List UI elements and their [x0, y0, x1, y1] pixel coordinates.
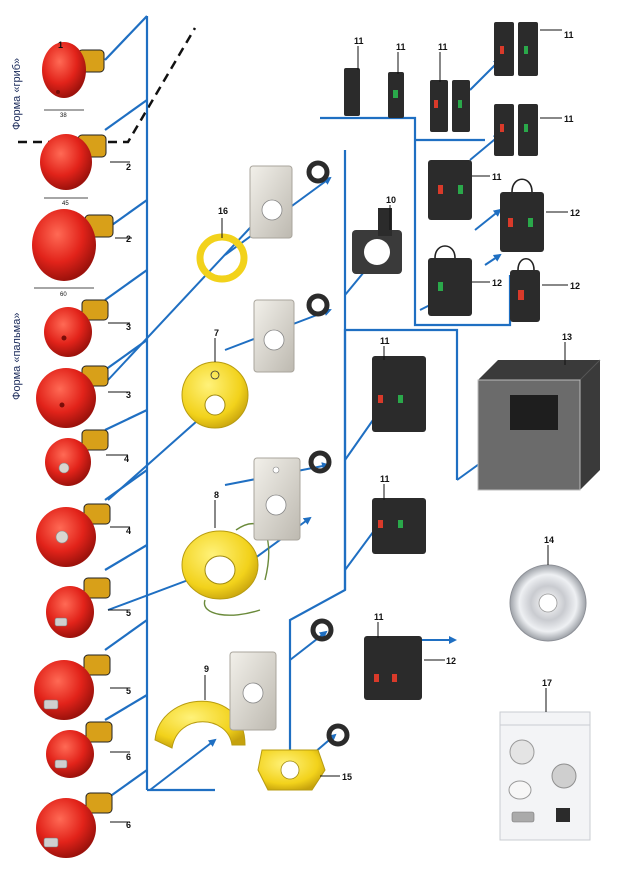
parts-bag-17: [499, 711, 591, 841]
button-4-large: [36, 503, 111, 567]
button-2-large: 60: [32, 209, 114, 298]
callout-7: 7: [214, 328, 219, 338]
button-6-small-key: [46, 721, 113, 778]
callout-12-1: 12: [570, 208, 580, 218]
button-6-large-key: [36, 792, 113, 858]
callout-11-2: 11: [396, 42, 406, 52]
dashed-separator: [18, 27, 197, 144]
wire-loops: [434, 178, 535, 271]
callout-10: 10: [386, 195, 396, 205]
cd-14: [509, 564, 587, 642]
callout-8: 8: [214, 490, 219, 500]
gray-plate-d: [229, 651, 277, 731]
callout-1: 1: [58, 40, 63, 50]
callout-11-8: 11: [380, 474, 390, 484]
callout-16: 16: [218, 206, 228, 216]
callout-6a: 6: [126, 752, 131, 762]
seal-rings: [306, 160, 350, 747]
callout-6b: 6: [126, 820, 131, 830]
callout-11-4: 11: [564, 30, 574, 40]
callout-11-7: 11: [380, 336, 390, 346]
contact-highlights: [374, 46, 533, 682]
connector-lines: [104, 15, 512, 801]
dim-60: 60: [60, 292, 67, 298]
button-4-small: [45, 429, 109, 486]
callout-11-1: 11: [354, 36, 364, 46]
callout-12-2: 12: [492, 278, 502, 288]
palm-form-label: Форма «пальма»: [11, 313, 23, 400]
callout-11-9: 11: [374, 612, 384, 622]
dim-45: 45: [62, 201, 69, 207]
callout-12-4: 12: [446, 656, 456, 666]
dim-38: 38: [60, 113, 67, 119]
callout-11-5: 11: [564, 114, 574, 124]
callout-14: 14: [544, 535, 554, 545]
contact-blocks: [344, 22, 544, 700]
callout-17: 17: [542, 678, 552, 688]
callout-13: 13: [562, 332, 572, 342]
callout-9: 9: [204, 664, 209, 674]
callout-15: 15: [342, 772, 352, 782]
enclosure-13: [477, 359, 601, 491]
button-5-large-key: [34, 654, 111, 720]
callout-3b: 3: [126, 390, 131, 400]
gray-plate-a: [249, 165, 293, 239]
button-2-small: 45: [40, 134, 107, 207]
mushroom-form-label: Форма «гриб»: [11, 58, 23, 130]
button-3-large: [36, 365, 109, 428]
legend-plate-7: [181, 361, 249, 429]
gray-plate-c: [253, 457, 301, 541]
adapter-10: [352, 208, 402, 274]
callout-5a: 5: [126, 608, 131, 618]
yellow-collar-8: [181, 523, 270, 616]
button-3-small: [44, 299, 109, 357]
callout-2a: 2: [126, 162, 131, 172]
callout-11-3: 11: [438, 42, 448, 52]
callout-numbers: 1 2 2 3 3 4 4 5 5 6 6 7 8 9 10 11 11 11 …: [58, 30, 580, 830]
callout-4a: 4: [124, 454, 129, 464]
yellow-guard-9: [154, 700, 246, 749]
callout-3a: 3: [126, 322, 131, 332]
gray-plate-b: [253, 299, 295, 373]
button-1-mushroom: 38: [42, 42, 105, 119]
bracket-15: [257, 749, 326, 791]
callout-11-6: 11: [492, 172, 502, 182]
callout-2b: 2: [126, 234, 131, 244]
callout-leaders: [106, 29, 568, 823]
callout-5b: 5: [126, 686, 131, 696]
button-5-small-key: [46, 577, 111, 638]
callout-12-3: 12: [570, 281, 580, 291]
callout-4b: 4: [126, 526, 131, 536]
